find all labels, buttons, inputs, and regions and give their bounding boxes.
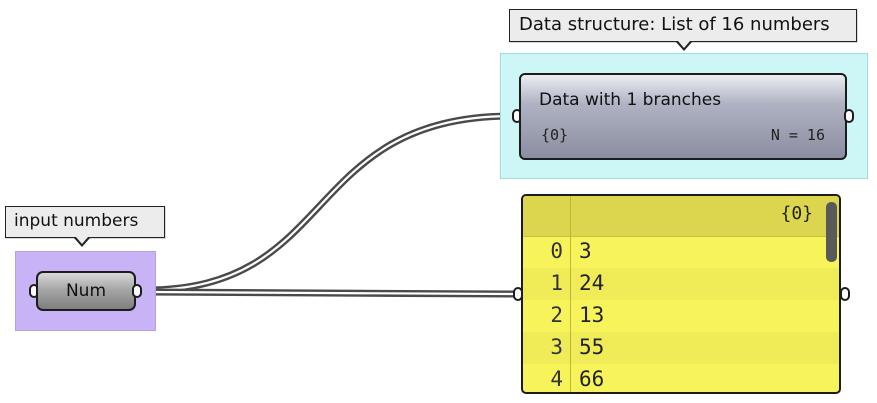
list-item-index: 0 [550,239,563,263]
wire-to-list-panel-core [145,290,516,296]
wire-to-structure-panel-core [145,114,514,292]
list-panel-output-port[interactable] [840,287,850,301]
list-item-value: 13 [579,303,605,327]
list-scrollbar[interactable] [826,202,837,262]
list-panel-header: {0} [523,196,839,237]
param-viewer-path: {0} [541,126,569,144]
wire-to-structure-panel[interactable] [145,112,514,294]
param-viewer-title: Data with 1 branches [539,90,722,110]
input-callout-pointer [74,237,90,247]
structure-panel-output-port[interactable] [844,109,854,123]
num-output-port[interactable] [132,284,142,298]
list-header-path: {0} [780,203,813,224]
param-viewer-panel[interactable]: Data with 1 branches {0} N = 16 [519,73,847,160]
structure-callout-pointer [676,41,692,51]
list-item-index: 4 [550,367,563,391]
list-item-index: 1 [550,271,563,295]
num-parameter[interactable]: Num [36,271,136,311]
list-item-value: 24 [579,271,605,295]
list-item[interactable]: 0 3 [523,236,839,268]
list-item-value: 66 [579,367,605,391]
list-item-index: 2 [550,303,563,327]
list-item[interactable]: 4 66 [523,364,839,392]
list-item-value: 3 [579,239,592,263]
list-item[interactable]: 1 24 [523,268,839,300]
param-viewer-count: N = 16 [770,126,825,144]
list-panel[interactable]: {0} 0 3 1 24 2 13 3 55 4 66 [521,194,841,394]
list-item[interactable]: 3 55 [523,332,839,364]
data-structure-callout: Data structure: List of 16 numbers [509,9,857,42]
list-item-value: 55 [579,335,605,359]
list-index-divider [570,196,571,392]
list-item[interactable]: 2 13 [523,300,839,332]
list-item-index: 3 [550,335,563,359]
input-numbers-callout: input numbers [5,206,165,238]
